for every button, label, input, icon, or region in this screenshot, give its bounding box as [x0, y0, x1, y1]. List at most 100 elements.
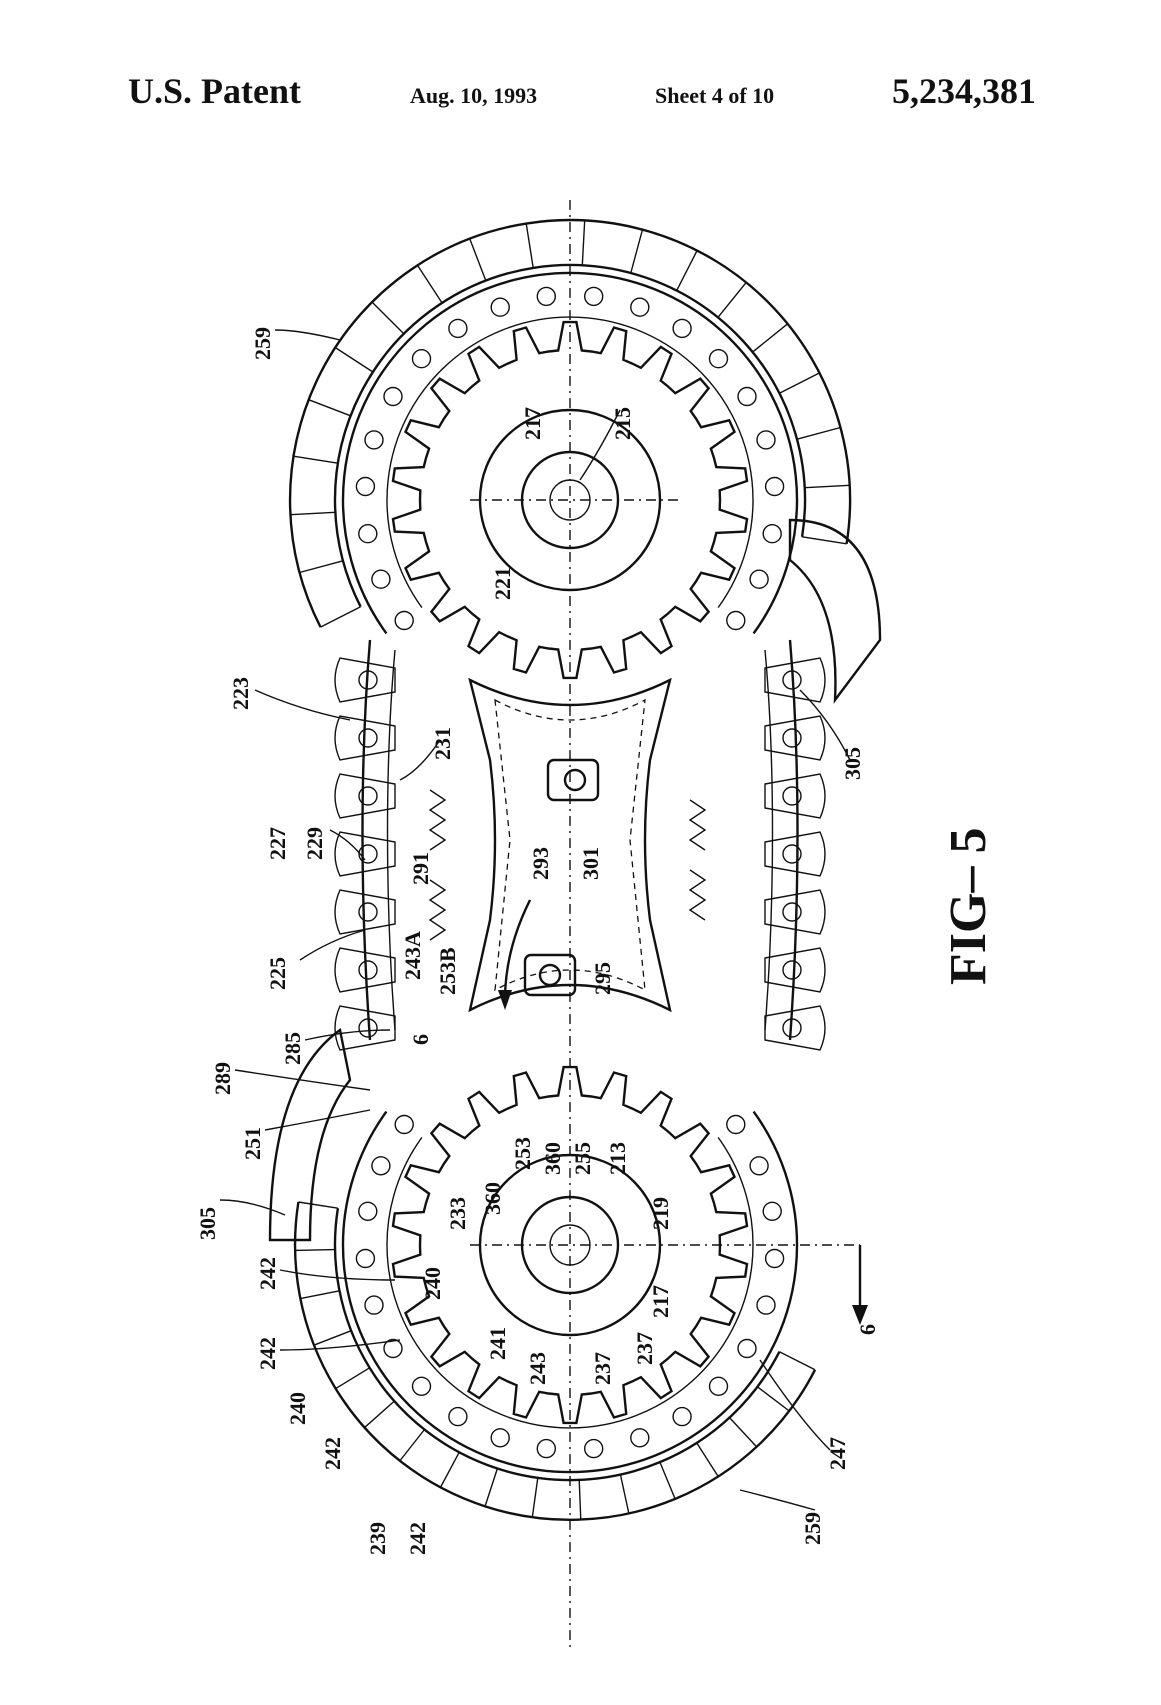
label-240-b: 240	[285, 1392, 310, 1425]
label-219: 219	[648, 1197, 673, 1230]
top-link-pin	[359, 525, 377, 543]
label-242-a: 242	[255, 1257, 280, 1290]
right-side-link	[765, 774, 825, 818]
top-link-pin	[395, 612, 413, 630]
bottom-link-pin	[449, 1408, 467, 1426]
latch-upper	[548, 760, 598, 800]
label-243: 243	[525, 1352, 550, 1385]
label-237-a: 237	[590, 1352, 615, 1385]
label-242-d: 242	[405, 1522, 430, 1555]
arrow-293	[505, 900, 530, 1000]
bottom-ring-segment	[697, 1443, 719, 1477]
label-237-b: 237	[632, 1332, 657, 1365]
spring-top-right	[690, 800, 705, 850]
bottom-ring-segment	[779, 1352, 815, 1370]
top-ring-segment	[779, 373, 819, 393]
guide-arc-right	[790, 520, 880, 700]
top-ring-segment	[309, 400, 351, 416]
bottom-link-pin	[710, 1377, 728, 1395]
top-ring-segment	[290, 512, 335, 514]
top-link-pin	[763, 525, 781, 543]
bottom-ring-segment	[660, 1462, 675, 1499]
bottom-ring-segment	[298, 1202, 338, 1208]
bottom-ring-segment	[579, 1480, 581, 1520]
label-291: 291	[408, 852, 433, 885]
top-link-pin	[710, 350, 728, 368]
top-link-pin	[413, 350, 431, 368]
label-255: 255	[570, 1142, 595, 1175]
label-285: 285	[280, 1032, 305, 1065]
label-289: 289	[210, 1062, 235, 1095]
top-link-pin	[757, 431, 775, 449]
bottom-ring-segment	[300, 1291, 339, 1299]
top-ring-segment	[526, 223, 533, 268]
label-231: 231	[430, 727, 455, 760]
top-ring-segment	[802, 537, 847, 544]
top-ring-segment	[677, 251, 697, 291]
top-link-pin	[631, 298, 649, 316]
label-217-top: 217	[520, 407, 545, 440]
top-link-pin	[491, 298, 509, 316]
label-259-bottom: 259	[800, 1512, 825, 1545]
label-217-bottom: 217	[648, 1285, 673, 1318]
label-6-bottom: 6	[855, 1324, 880, 1335]
label-233: 233	[445, 1197, 470, 1230]
label-253: 253	[510, 1137, 535, 1170]
top-link-pin	[356, 478, 374, 496]
bottom-ring-segment	[620, 1475, 629, 1514]
bottom-link-pin	[537, 1440, 555, 1458]
bottom-link-pin	[356, 1250, 374, 1268]
bottom-ring-segment	[295, 1250, 335, 1251]
label-6-top: 6	[408, 1034, 433, 1045]
label-242-c: 242	[320, 1437, 345, 1470]
label-240-a: 240	[420, 1267, 445, 1300]
label-253B: 253B	[435, 947, 460, 995]
top-ring-segment	[470, 239, 486, 281]
top-ring-segment	[805, 485, 850, 487]
bottom-ring-segment	[440, 1452, 459, 1487]
bottom-link-pin	[763, 1202, 781, 1220]
bottom-link-pin	[750, 1157, 768, 1175]
top-link-pin	[738, 388, 756, 406]
bottom-link-pin	[631, 1429, 649, 1447]
left-side-pin	[359, 961, 377, 979]
top-link-pin	[673, 319, 691, 337]
top-ring-segment	[582, 220, 584, 265]
chain-outline	[363, 640, 798, 1040]
label-223: 223	[228, 677, 253, 710]
top-ring-segment	[631, 230, 643, 274]
arrow-293-head	[498, 990, 512, 1010]
reference-numerals: 259 217 215 221 223 231 227 229 291 243A…	[195, 327, 880, 1555]
label-239: 239	[365, 1522, 390, 1555]
bottom-link-pin	[413, 1377, 431, 1395]
spring-bottom-right	[690, 870, 705, 920]
bottom-ring-segment	[757, 1387, 789, 1411]
right-side-pin	[783, 729, 801, 747]
label-259-top: 259	[250, 327, 275, 360]
right-side-pin	[783, 961, 801, 979]
label-305-right: 305	[840, 747, 865, 780]
bottom-ring-segment	[485, 1469, 497, 1507]
left-side-link	[335, 1006, 395, 1050]
left-side-pin	[359, 729, 377, 747]
right-side-link	[765, 832, 825, 876]
left-side-pin	[359, 903, 377, 921]
top-ring-segment	[372, 302, 404, 334]
bottom-link-pin	[395, 1116, 413, 1134]
bottom-link-pin	[365, 1296, 383, 1314]
top-link-pin	[449, 319, 467, 337]
latch-upper-pin	[565, 770, 585, 790]
bottom-ring-segment	[532, 1478, 538, 1518]
label-360-left: 360	[480, 1182, 505, 1215]
left-side-link	[335, 774, 395, 818]
top-link-pin	[585, 287, 603, 305]
right-side-pin	[783, 903, 801, 921]
top-ring-segment	[300, 561, 344, 573]
bottom-ring-segment	[314, 1331, 351, 1346]
latch-lower-pin	[540, 965, 560, 985]
label-360-right: 360	[540, 1142, 565, 1175]
label-305-left: 305	[195, 1207, 220, 1240]
top-link-pin	[365, 431, 383, 449]
mechanism-drawing	[270, 200, 880, 1650]
